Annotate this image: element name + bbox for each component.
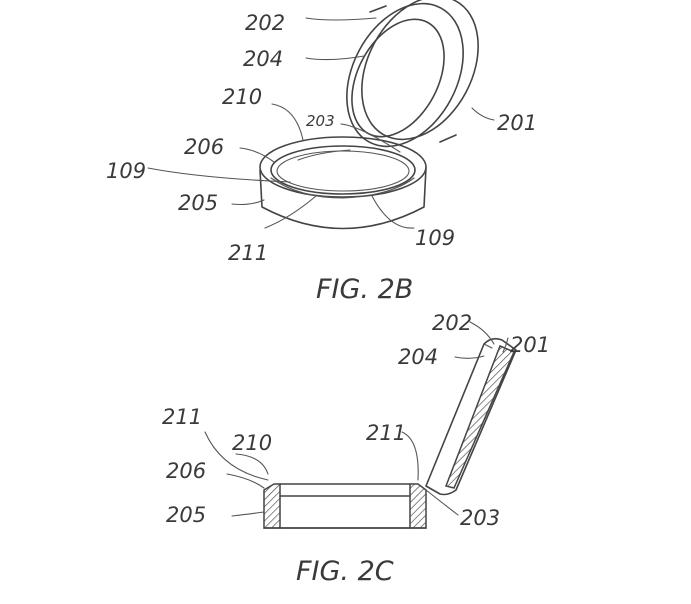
fig-2b-label-204: 204: [243, 47, 283, 71]
fig-2c-label-202: 202: [432, 311, 472, 335]
fig-2b-drawing: 202 204 210 203 201 206 109 205 211 109 …: [106, 0, 537, 305]
fig-2b-label-109-right: 109: [415, 226, 455, 250]
fig-2c-drawing: 202 201 204 211 210 211 206 205 203 FIG.…: [162, 311, 550, 587]
fig-2b-label-211: 211: [228, 241, 268, 265]
fig-2c-label-204: 204: [398, 345, 438, 369]
base-wall-right: [409, 483, 427, 529]
fig-2c-label-206: 206: [166, 459, 206, 483]
lid-section: [425, 337, 517, 496]
fig-2b-label-201: 201: [497, 111, 537, 135]
lid-201: [346, 0, 479, 148]
fig-2b-caption: FIG. 2B: [316, 274, 413, 305]
fig-2b-label-203: 203: [306, 112, 335, 130]
fig-2c-label-203: 203: [460, 506, 500, 530]
fig-2b-label-109: 109: [106, 159, 146, 183]
fig-2c-label-211-right: 211: [366, 421, 406, 445]
fig-2b-label-205: 205: [178, 191, 218, 215]
base-205: [259, 136, 427, 230]
fig-2b-label-206: 206: [184, 135, 224, 159]
fig-2c-caption: FIG. 2C: [296, 556, 394, 587]
fig-2b-label-202: 202: [245, 11, 285, 35]
fig-2c-label-205: 205: [166, 503, 206, 527]
fig-2b-leader-lines: [147, 17, 495, 229]
fig-2c-label-201: 201: [510, 333, 550, 357]
fig-2b-label-210: 210: [222, 85, 262, 109]
fig-2c-label-210: 210: [232, 431, 272, 455]
fig-2c-leader-lines: [204, 321, 509, 517]
fig-2c-label-211: 211: [162, 405, 202, 429]
base-wall-left: [263, 483, 281, 529]
